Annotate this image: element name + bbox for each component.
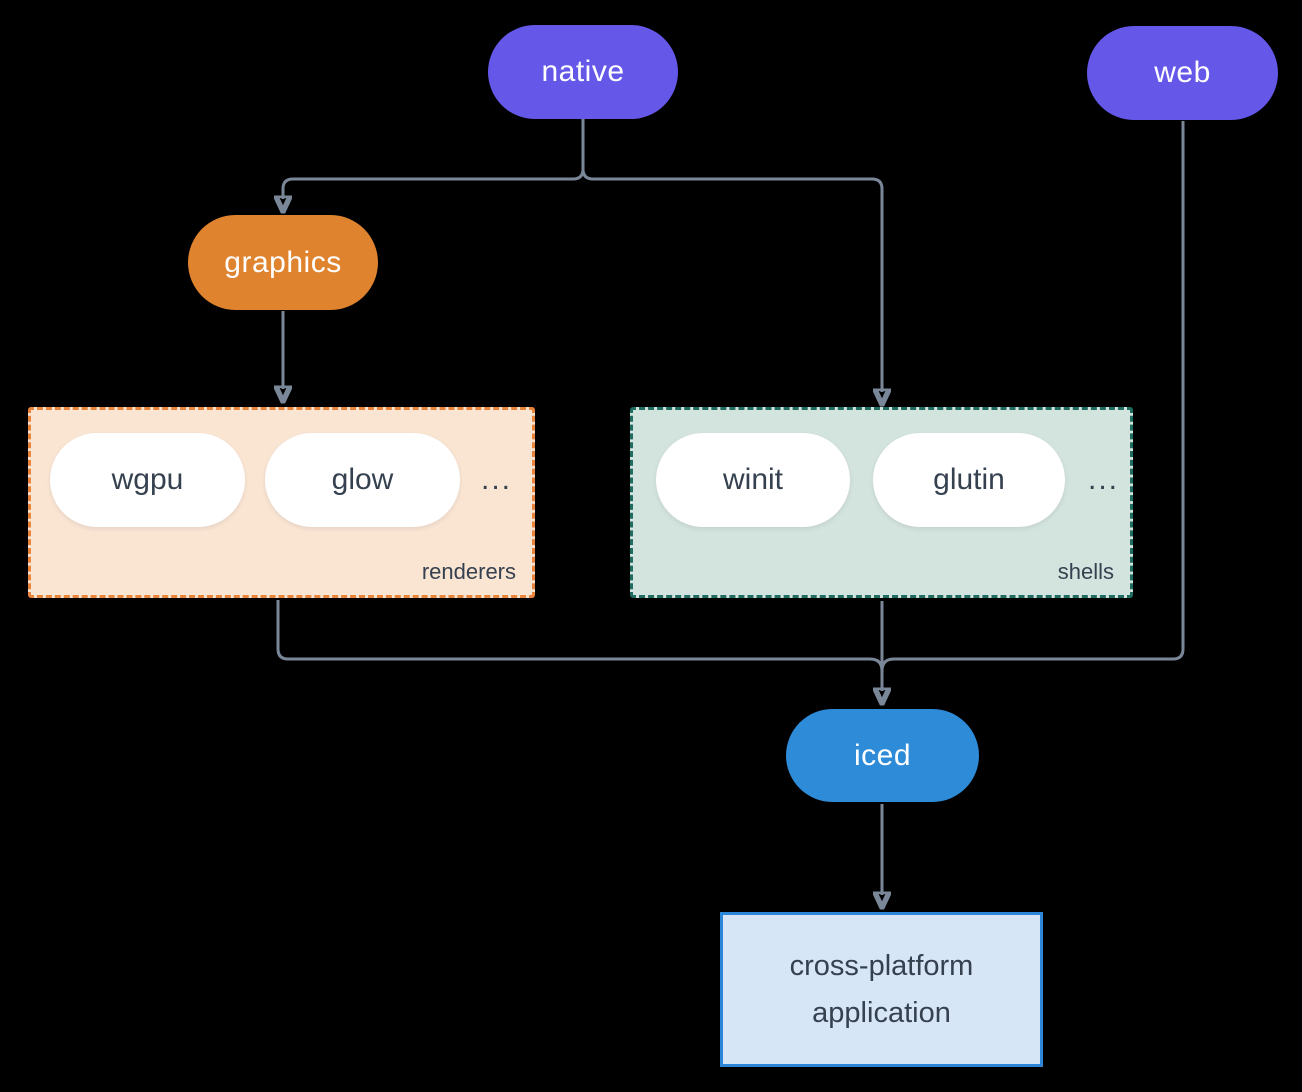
node-web: web xyxy=(1087,26,1278,120)
node-glutin: glutin xyxy=(873,433,1065,527)
node-iced: iced xyxy=(786,709,979,802)
node-cross-platform-application: cross-platform application xyxy=(720,912,1043,1067)
renderers-ellipsis: ... xyxy=(481,463,513,496)
shells-group-label: shells xyxy=(1057,559,1114,584)
node-wgpu: wgpu xyxy=(50,433,245,527)
group-renderers: wgpu glow ... renderers xyxy=(28,407,535,598)
group-shells: winit glutin ... shells xyxy=(630,407,1133,598)
node-native: native xyxy=(488,25,678,119)
edge-native-to-shells xyxy=(581,168,882,392)
edge-renderers-to-merge xyxy=(276,600,884,672)
shells-ellipsis: ... xyxy=(1088,463,1120,496)
renderers-group-label: renderers xyxy=(421,559,516,584)
node-graphics: graphics xyxy=(188,215,378,310)
node-glow: glow xyxy=(265,433,460,527)
edge-native-to-graphics xyxy=(283,119,585,199)
node-winit: winit xyxy=(656,433,850,527)
